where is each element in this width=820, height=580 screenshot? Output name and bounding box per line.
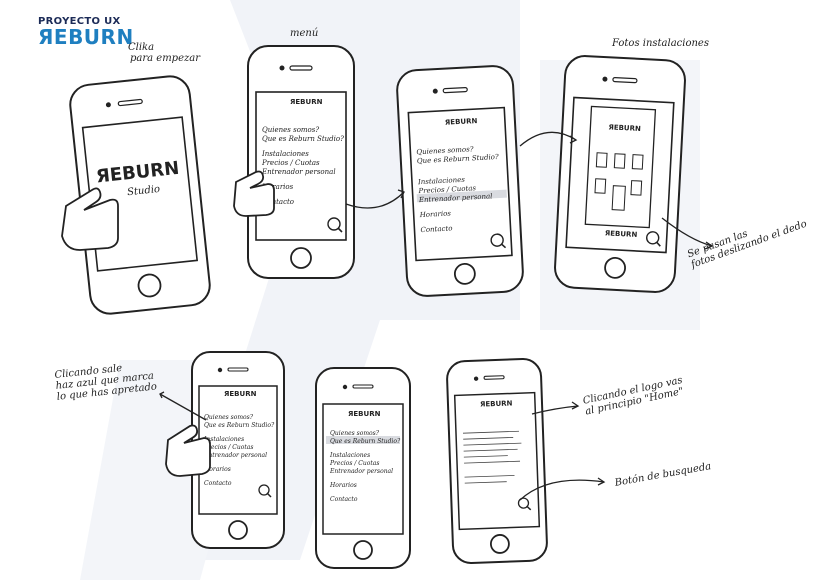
arrow-icon (519, 477, 606, 501)
screen-logo[interactable]: ЯEBURN (224, 390, 257, 398)
menu-item[interactable]: Contacto (330, 496, 358, 503)
menu-item[interactable]: Instalaciones (262, 150, 309, 158)
menu-item[interactable]: Que es Reburn Studio? (262, 135, 344, 143)
phone-outline (315, 367, 411, 569)
pointing-hand-icon (165, 424, 211, 477)
note-menu: menú (290, 28, 319, 39)
note-clika: Clika para empezar (128, 42, 201, 64)
menu-list: Quienes somos? Que es Reburn Studio? Ins… (262, 126, 344, 207)
menu-item[interactable]: Entrenador personal (204, 452, 268, 459)
brand-logo: PROYECTO UX ЯEBURN (38, 16, 134, 47)
arrow-icon (345, 189, 405, 209)
svg-text:Studio: Studio (127, 184, 161, 198)
menu-item[interactable]: Que es Reburn Studio? (330, 438, 401, 445)
menu-item[interactable]: Horarios (262, 183, 294, 191)
phone-outline (554, 55, 686, 293)
menu-item[interactable]: Instalaciones (330, 452, 371, 459)
menu-item[interactable]: Horarios (330, 482, 357, 489)
pointing-hand-icon (233, 170, 275, 217)
menu-item[interactable]: Entrenador personal (262, 168, 336, 176)
menu-list: Quienes somos? Que es Reburn Studio? Ins… (204, 414, 274, 488)
phone-menu-selected: ЯEBURN Quienes somos? Que es Reburn Stud… (314, 366, 412, 570)
phone-menu-highlight: ЯEBURN Quienes somos? Que es Reburn Stud… (394, 63, 526, 299)
menu-item[interactable]: Quienes somos? (330, 430, 379, 437)
screen-logo[interactable]: ЯEBURN (348, 410, 381, 418)
menu-item[interactable]: Entrenador personal (330, 468, 394, 475)
menu-item[interactable]: Quienes somos? (204, 414, 253, 421)
brand-line2: ЯEBURN (38, 25, 134, 49)
phone-outline (191, 351, 285, 549)
phone-menu-tap: ЯEBURN Quienes somos? Que es Reburn Stud… (190, 350, 286, 550)
brand-line1: PROYECTO UX (38, 16, 121, 27)
phone-outline (396, 65, 524, 297)
menu-item[interactable]: Contacto (262, 198, 295, 206)
menu-item[interactable]: Quienes somos? (262, 126, 320, 134)
phone-text: ЯEBURN (444, 356, 549, 565)
screen-logo[interactable]: ЯEBURN (290, 98, 323, 106)
note-fotos: Fotos instalaciones (612, 38, 709, 49)
arrow-icon (531, 401, 580, 415)
phone-menu: ЯEBURN Quienes somos? Que es Reburn Stud… (246, 44, 356, 280)
phone-outline (446, 358, 548, 564)
phone-outline (247, 45, 355, 279)
menu-item[interactable]: Contacto (204, 480, 232, 487)
menu-item[interactable]: Horarios (204, 466, 231, 473)
menu-item[interactable]: Que es Reburn Studio? (204, 422, 275, 429)
arrow-icon (159, 391, 207, 421)
menu-item[interactable]: Precios / Cuotas (262, 159, 320, 167)
menu-item[interactable]: Precios / Cuotas (330, 460, 380, 467)
arrow-icon (661, 217, 714, 250)
menu-item[interactable]: Precios / Cuotas (204, 444, 254, 451)
menu-list: Quienes somos? Que es Reburn Studio? Ins… (330, 430, 400, 504)
pointing-hand-icon (61, 187, 119, 251)
menu-item[interactable]: Instalaciones (204, 436, 245, 443)
arrow-icon (519, 131, 578, 147)
phone-photos: ЯEBURN ЯEBURN (552, 53, 688, 295)
